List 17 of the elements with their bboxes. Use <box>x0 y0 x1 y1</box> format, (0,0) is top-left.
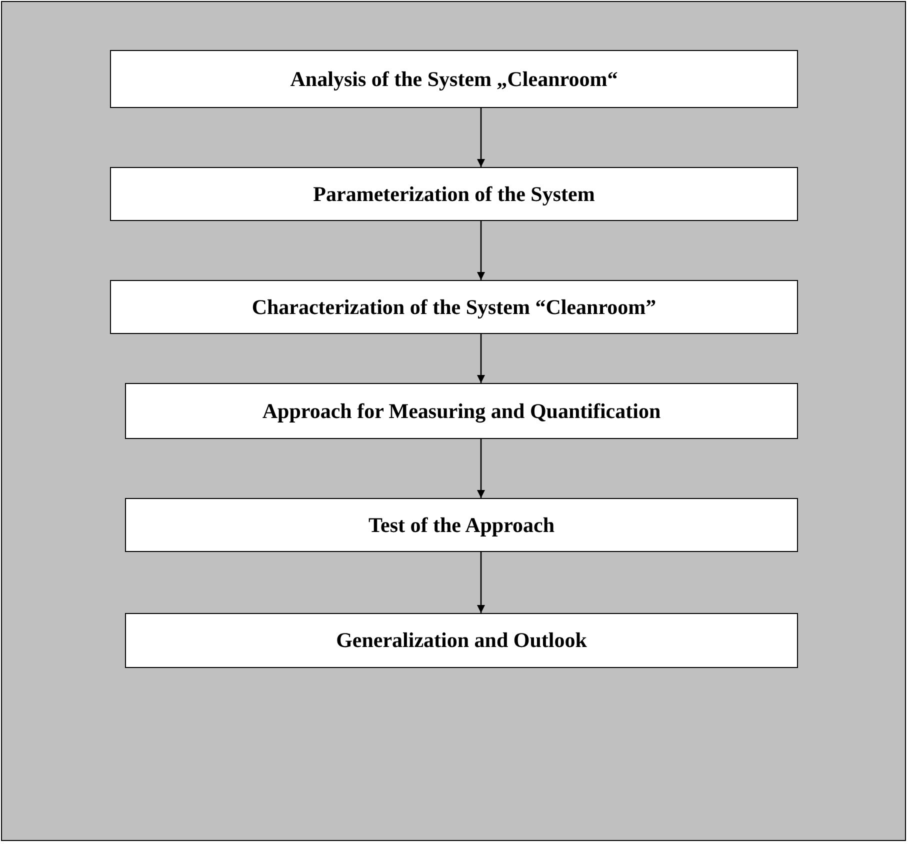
box-label: Characterization of the System “Cleanroom” <box>252 294 656 320</box>
arrow <box>477 439 485 498</box>
box-label: Parameterization of the System <box>313 182 595 206</box>
process-box <box>125 383 798 439</box>
process-box <box>125 613 798 668</box>
arrow <box>477 108 485 167</box>
arrow <box>477 221 485 280</box>
process-box <box>110 50 798 108</box>
box-label: Analysis of the System „Cleanroom“ <box>290 66 618 92</box>
process-box <box>110 280 798 334</box>
arrow <box>477 552 485 613</box>
process-box <box>110 167 798 221</box>
box-label: Generalization and Outlook <box>336 628 587 653</box>
box-label: Approach for Measuring and Quantification <box>262 398 661 424</box>
process-box <box>125 498 798 552</box>
box-label: Test of the Approach <box>368 512 555 538</box>
arrow <box>477 334 485 383</box>
